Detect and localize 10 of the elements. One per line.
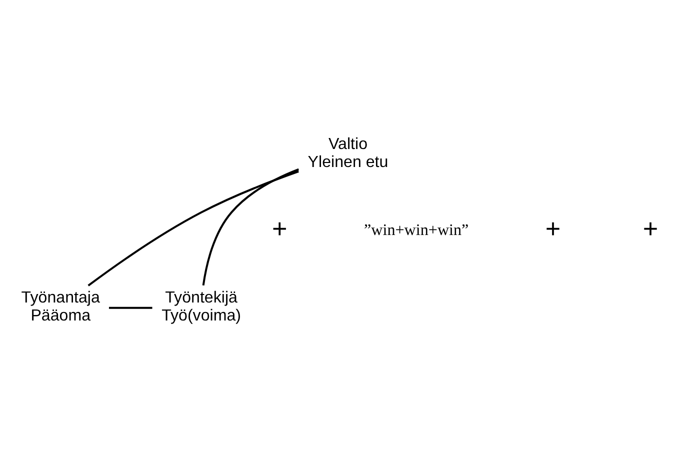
label: + [272, 213, 288, 244]
label: ”win+win+win” [364, 222, 469, 239]
node-text: Työnantaja Pääoma [21, 288, 100, 325]
connector [108, 306, 152, 309]
connector [202, 168, 300, 286]
label: + [642, 213, 658, 244]
connector [88, 170, 299, 286]
label: + [545, 213, 561, 244]
node-text: Työntekijä Työ(voima) [162, 288, 242, 325]
node-text: Valtio Yleinen etu [308, 134, 388, 171]
